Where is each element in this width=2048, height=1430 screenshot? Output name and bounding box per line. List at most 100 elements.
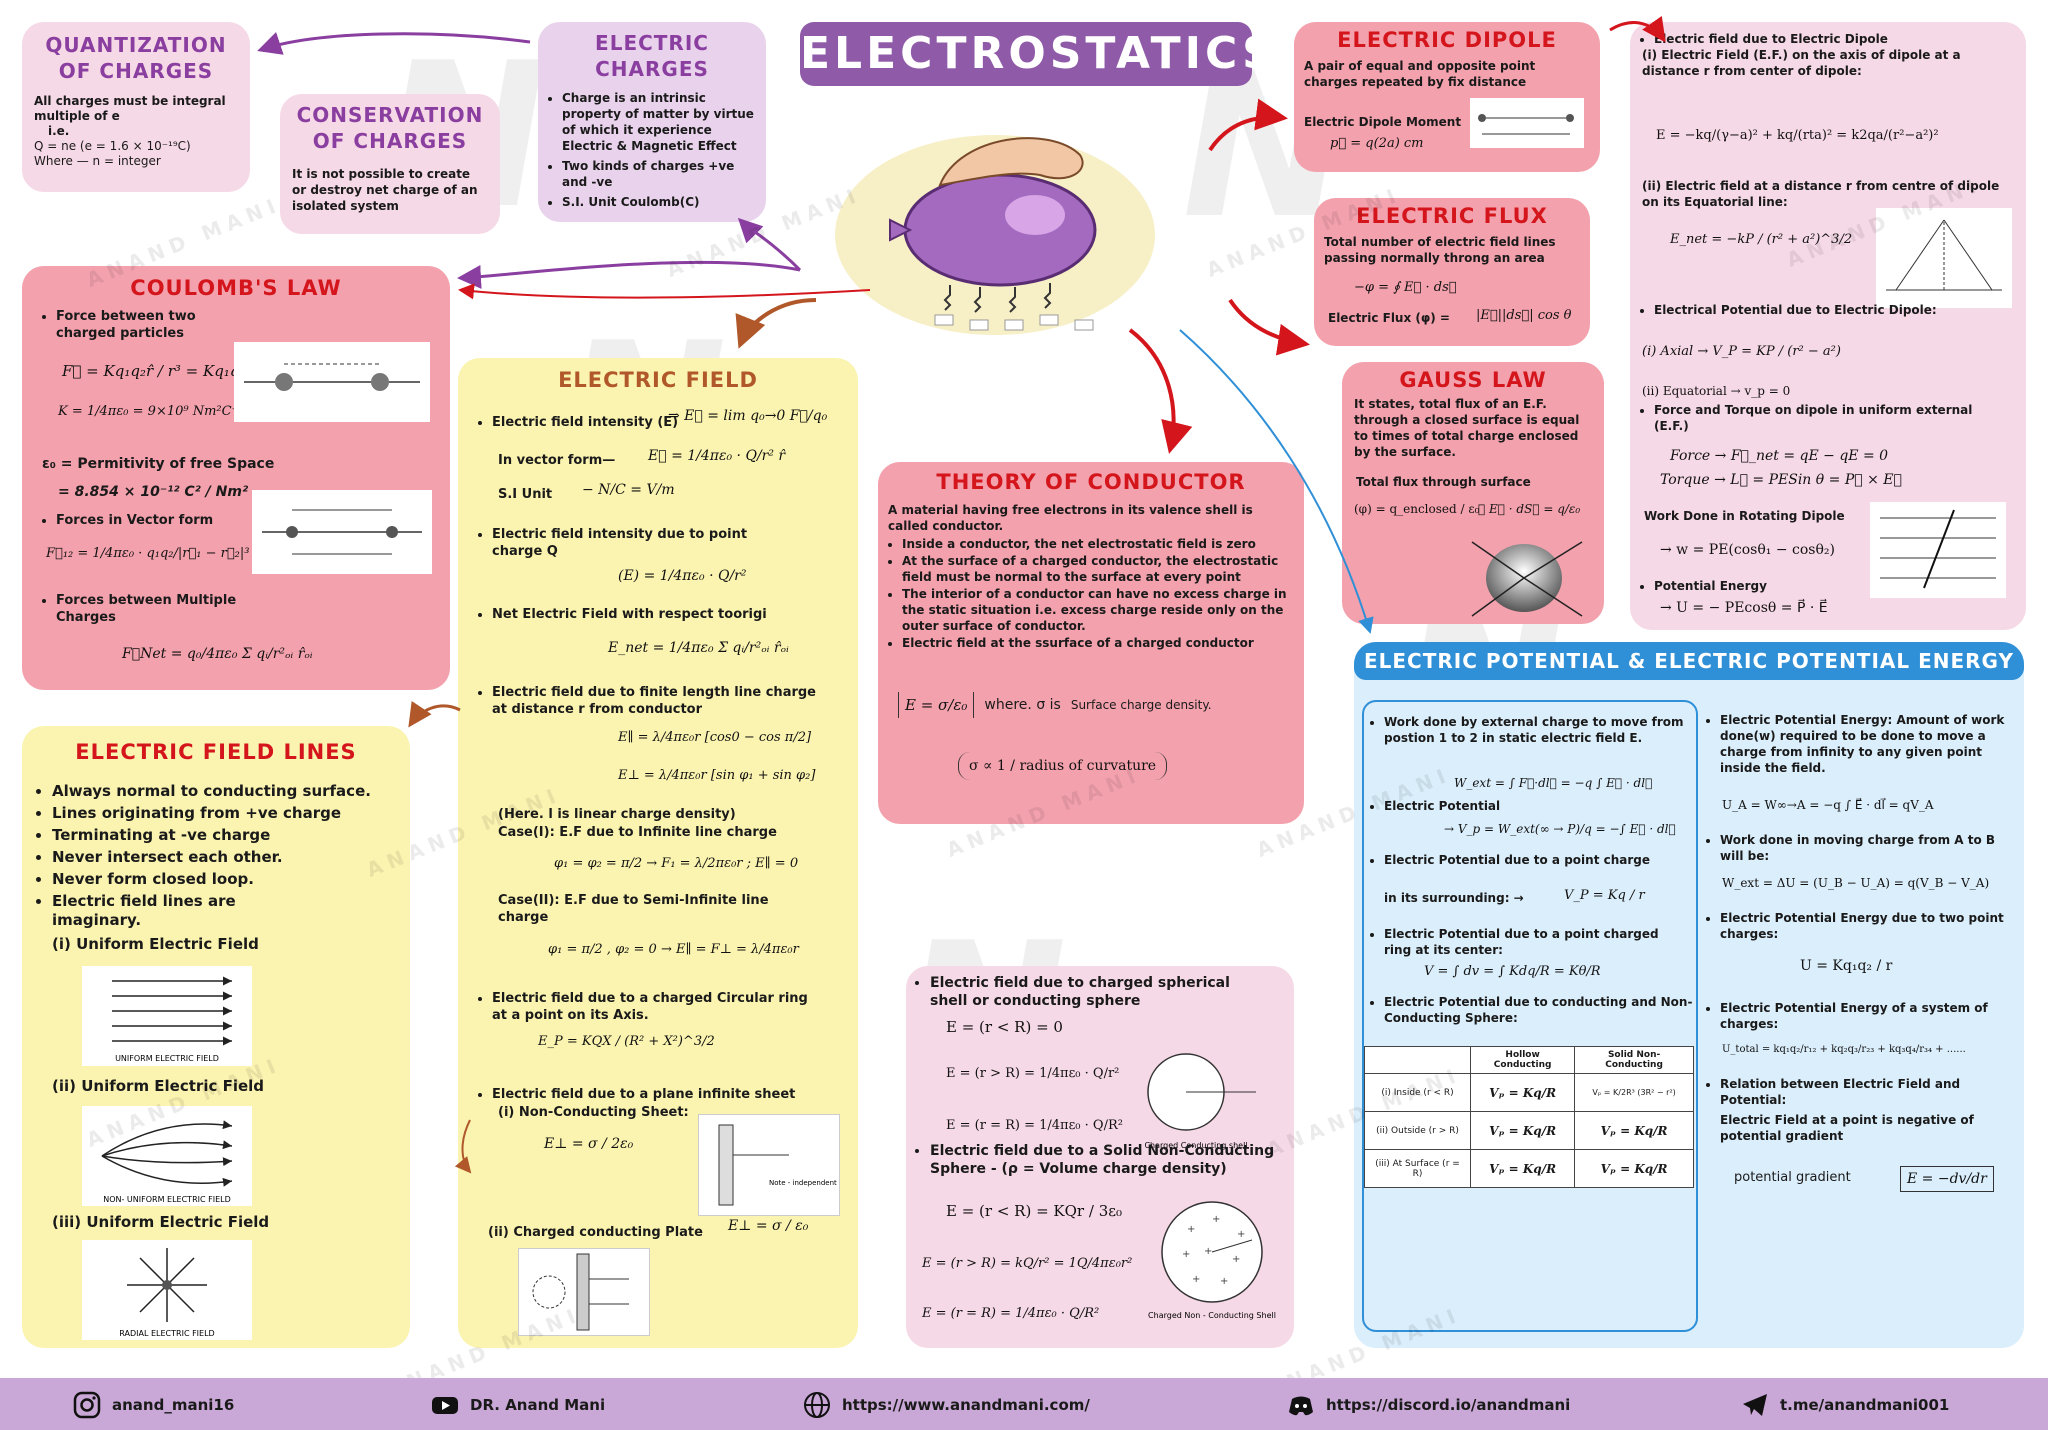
efield-si-label: S.I Unit — [498, 487, 553, 502]
arrow — [458, 283, 871, 300]
efield-item: Electric field intensity (E) — [492, 414, 692, 431]
electric-field-card: ELECTRIC FIELD Electric field intensity … — [458, 358, 858, 1348]
dipole-heading: ELECTRIC DIPOLE — [1337, 28, 1557, 52]
coulombs-law-card: COULOMB'S LAW Force between two charged … — [22, 266, 450, 690]
potential-right-panel: Electric Potential Energy: Amount of wor… — [1700, 700, 2016, 1332]
potential-formula: U_total = kq₁q₂/r₁₂ + kq₂q₃/r₂₃ + kq₃q₄/… — [1722, 1044, 1966, 1055]
quantization-heading: QUANTIZATION OF CHARGES — [45, 33, 227, 83]
efield-case1: Case(I): E.F due to Infinite line charge — [498, 825, 777, 840]
efield-formula: E⊥ = λ/4πε₀r [sin φ₁ + sin φ₂] — [618, 768, 816, 783]
conductor-card: THEORY OF CONDUCTOR A material having fr… — [878, 462, 1304, 824]
table-header — [1363, 1046, 1472, 1074]
field-sparks — [943, 283, 1052, 313]
footer-instagram-link[interactable]: anand_mani16 — [72, 1390, 234, 1420]
coulomb-item: Force between two charged particles — [56, 308, 236, 342]
efield-item: Electric field due to a plane infinite s… — [492, 1086, 832, 1103]
radial-field-caption: RADIAL ELECTRIC FIELD — [119, 1329, 214, 1338]
rotating-dipole-diagram — [1870, 502, 2006, 598]
coulomb-formula: K = 1/4πε₀ = 9×10⁹ Nm²C⁻² — [58, 404, 244, 419]
telegram-icon — [1740, 1390, 1770, 1420]
two-charges-diagram — [234, 342, 430, 422]
field-lines-item: Never form closed loop. — [52, 870, 400, 889]
footer-discord-text: https://discord.io/anandmani — [1326, 1396, 1571, 1414]
uniform-field-caption: UNIFORM ELECTRIC FIELD — [115, 1054, 219, 1063]
table-row: (ii) Outside (r > R) Vₚ = Kq/R Vₚ = Kq/R — [1363, 1111, 1694, 1150]
efield-formula: E∥ = λ/4πε₀r [cos0 − cos π/2] — [618, 730, 812, 745]
efield-formula: φ₁ = φ₂ = π/2 → F₁ = λ/2πε₀r ; E∥ = 0 — [554, 856, 799, 871]
conductor-item: The interior of a conductor can have no … — [902, 586, 1294, 634]
conductor-formula: σ ∝ 1 / radius of curvature — [958, 752, 1168, 780]
efield-sheet-sub: (i) Non-Conducting Sheet: — [498, 1105, 689, 1120]
potential-item: Work done in moving charge from A to B w… — [1720, 832, 2010, 864]
non-conducting-shell-diagram: +++ +++ ++ Charged Non - Conducting Shel… — [1148, 1201, 1276, 1320]
dipole-field-sub: Work Done in Rotating Dipole — [1644, 509, 1845, 523]
arrow — [457, 260, 801, 289]
conductor-formula-row: E = σ/ε₀ where. σ is Surface charge dens… — [898, 692, 1212, 718]
arrow — [1609, 15, 1666, 43]
svg-text:+: + — [1237, 1229, 1245, 1240]
svg-text:+: + — [1212, 1214, 1220, 1225]
conductor-formula: E = σ/ε₀ — [898, 692, 975, 718]
svg-text:+: + — [1187, 1224, 1195, 1235]
conductor-where: where. σ is — [984, 697, 1061, 713]
charge-q2 — [371, 373, 389, 391]
potential-heading: ELECTRIC POTENTIAL & ELECTRIC POTENTIAL … — [1363, 649, 2014, 673]
potential-card: ELECTRIC POTENTIAL & ELECTRIC POTENTIAL … — [1354, 642, 2024, 1348]
globe-icon — [802, 1390, 832, 1420]
discord-icon — [1286, 1390, 1316, 1420]
potential-item: Electric Potential due to a point charge — [1384, 852, 1650, 869]
dipole-field-formula: Force → F⃗_net = qE − qE = 0 — [1670, 448, 1889, 464]
electric-charges-heading: ELECTRIC CHARGES — [595, 31, 709, 81]
coulomb-formula: F⃗ = Kq₁q₂r̂ / r³ = Kq₁q₂r̂ / r² — [62, 362, 281, 380]
potential-item: Electric Potential Energy: Amount of wor… — [1720, 712, 2010, 776]
footer-telegram-link[interactable]: t.me/anandmani001 — [1740, 1390, 1949, 1420]
potential-formula: U_A = W∞→A = −q ∫ E⃗ · dl⃗ = qV_A — [1722, 798, 1934, 812]
dipole-field-formula: (ii) Equatorial → v_p = 0 — [1642, 384, 1791, 398]
table-cell: (ii) Outside (r > R) — [1363, 1111, 1472, 1150]
instagram-icon — [72, 1390, 102, 1420]
field-lines-item: Electric field lines are imaginary. — [52, 892, 272, 930]
efield-item: Electric field due to a charged Circular… — [492, 990, 822, 1024]
quantization-card: QUANTIZATION OF CHARGES All charges must… — [22, 22, 250, 192]
conductor-item: Electric field at the ssurface of a char… — [902, 635, 1294, 651]
conservation-card: CONSERVATION OF CHARGES It is not possib… — [280, 94, 500, 234]
electric-field-heading: ELECTRIC FIELD — [558, 368, 758, 392]
efield-vector-label: In vector form— — [498, 453, 616, 468]
potential-item: Electric Potential Energy due to two poi… — [1720, 910, 2010, 942]
nonuniform-field-label: (ii) Uniform Electric Field — [52, 1077, 265, 1095]
footer-website-link[interactable]: https://www.anandmani.com/ — [802, 1390, 1090, 1420]
potential-formula: W_ext = ∫ F⃗·dl⃗ = −q ∫ E⃗ · dl⃗ — [1454, 776, 1653, 790]
balloon-highlight — [1005, 195, 1065, 235]
sphere-formula: E = (r = R) = 1/4πε₀ · Q/R² — [946, 1118, 1123, 1133]
potential-left-panel: Work done by external charge to move fro… — [1362, 700, 1698, 1332]
vector-force-diagram — [252, 490, 432, 574]
charge-q1 — [275, 373, 293, 391]
uniform-field-diagram: UNIFORM ELECTRIC FIELD — [82, 966, 252, 1066]
shell-caption: Charged Conducting shell — [1144, 1141, 1247, 1150]
dipole-field-formula: E_net = −kP / (r² + a²)^3/2 — [1670, 232, 1853, 247]
dipole-field-formula: (i) Axial → V_P = KP / (r² − a²) — [1642, 344, 1841, 359]
footer-youtube-link[interactable]: DR. Anand Mani — [430, 1390, 605, 1420]
flux-formula: |E⃗||ds⃗| cos θ — [1476, 308, 1572, 323]
footer-discord-link[interactable]: https://discord.io/anandmani — [1286, 1390, 1570, 1420]
efield-formula: φ₁ = π/2 , φ₂ = 0 → E∥ = F⊥ = λ/4πε₀r — [548, 942, 799, 957]
sphere-item: Electric field due to charged spherical … — [930, 974, 1270, 1010]
efield-formula: E_P = KQX / (R² + X²)^3/2 — [538, 1034, 715, 1049]
charges-item: Charge is an intrinsic property of matte… — [562, 90, 754, 154]
efield-formula: E_net = 1/4πε₀ Σ qᵢ/r²ₒᵢ r̂ₒᵢ — [608, 640, 789, 656]
dipole-field-item: Force and Torque on dipole in uniform ex… — [1654, 402, 1974, 434]
plate-diagram — [518, 1248, 650, 1336]
gauss-formula: (φ) = q_enclosed / ε₀ — [1354, 502, 1480, 516]
dipole-moment-diagram — [1470, 98, 1584, 148]
arrow — [735, 298, 817, 349]
arrows-layer — [257, 15, 1666, 1174]
sphere-formula: E = (r > R) = 1/4πε₀ · Q/r² — [946, 1066, 1120, 1081]
efield-formula: (E) = 1/4πε₀ · Q/r² — [618, 568, 747, 584]
flux-card: ELECTRIC FLUX Total number of electric f… — [1314, 198, 1590, 346]
field-lines-item: Lines originating from +ve charge — [52, 804, 400, 823]
quantization-line: Where — n = integer — [34, 154, 161, 168]
dipole-field-formula: → w = PE(cosθ₁ − cosθ₂) — [1660, 542, 1835, 558]
footer-bar: anand_mani16 DR. Anand Mani https://www.… — [0, 1378, 2048, 1430]
sphere-formula: E = (r = R) = 1/4πε₀ · Q/R² — [922, 1306, 1100, 1321]
radial-field-label: (iii) Uniform Electric Field — [52, 1213, 270, 1231]
